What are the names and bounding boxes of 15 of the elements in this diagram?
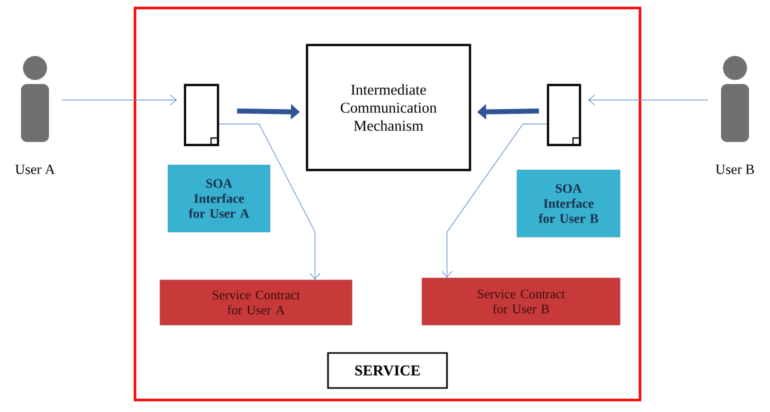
service-label-box: SERVICE [327, 352, 448, 389]
process-box: Intermediate Communication Mechanism [306, 44, 472, 172]
arrow [588, 94, 708, 106]
arrow [62, 94, 177, 106]
arrow [218, 124, 320, 280]
document-icon [546, 84, 582, 146]
contract-box: Service Contract for User A [160, 280, 352, 326]
interface-box: SOA Interface for User A [168, 164, 270, 232]
user-label: User A [15, 164, 55, 174]
interface-box: SOA Interface for User B [516, 170, 620, 238]
frame [134, 6, 642, 402]
user-label: User B [716, 164, 754, 174]
contract-box: Service Contract for User B [422, 278, 620, 326]
arrow [442, 124, 548, 278]
document-icon [184, 84, 220, 146]
